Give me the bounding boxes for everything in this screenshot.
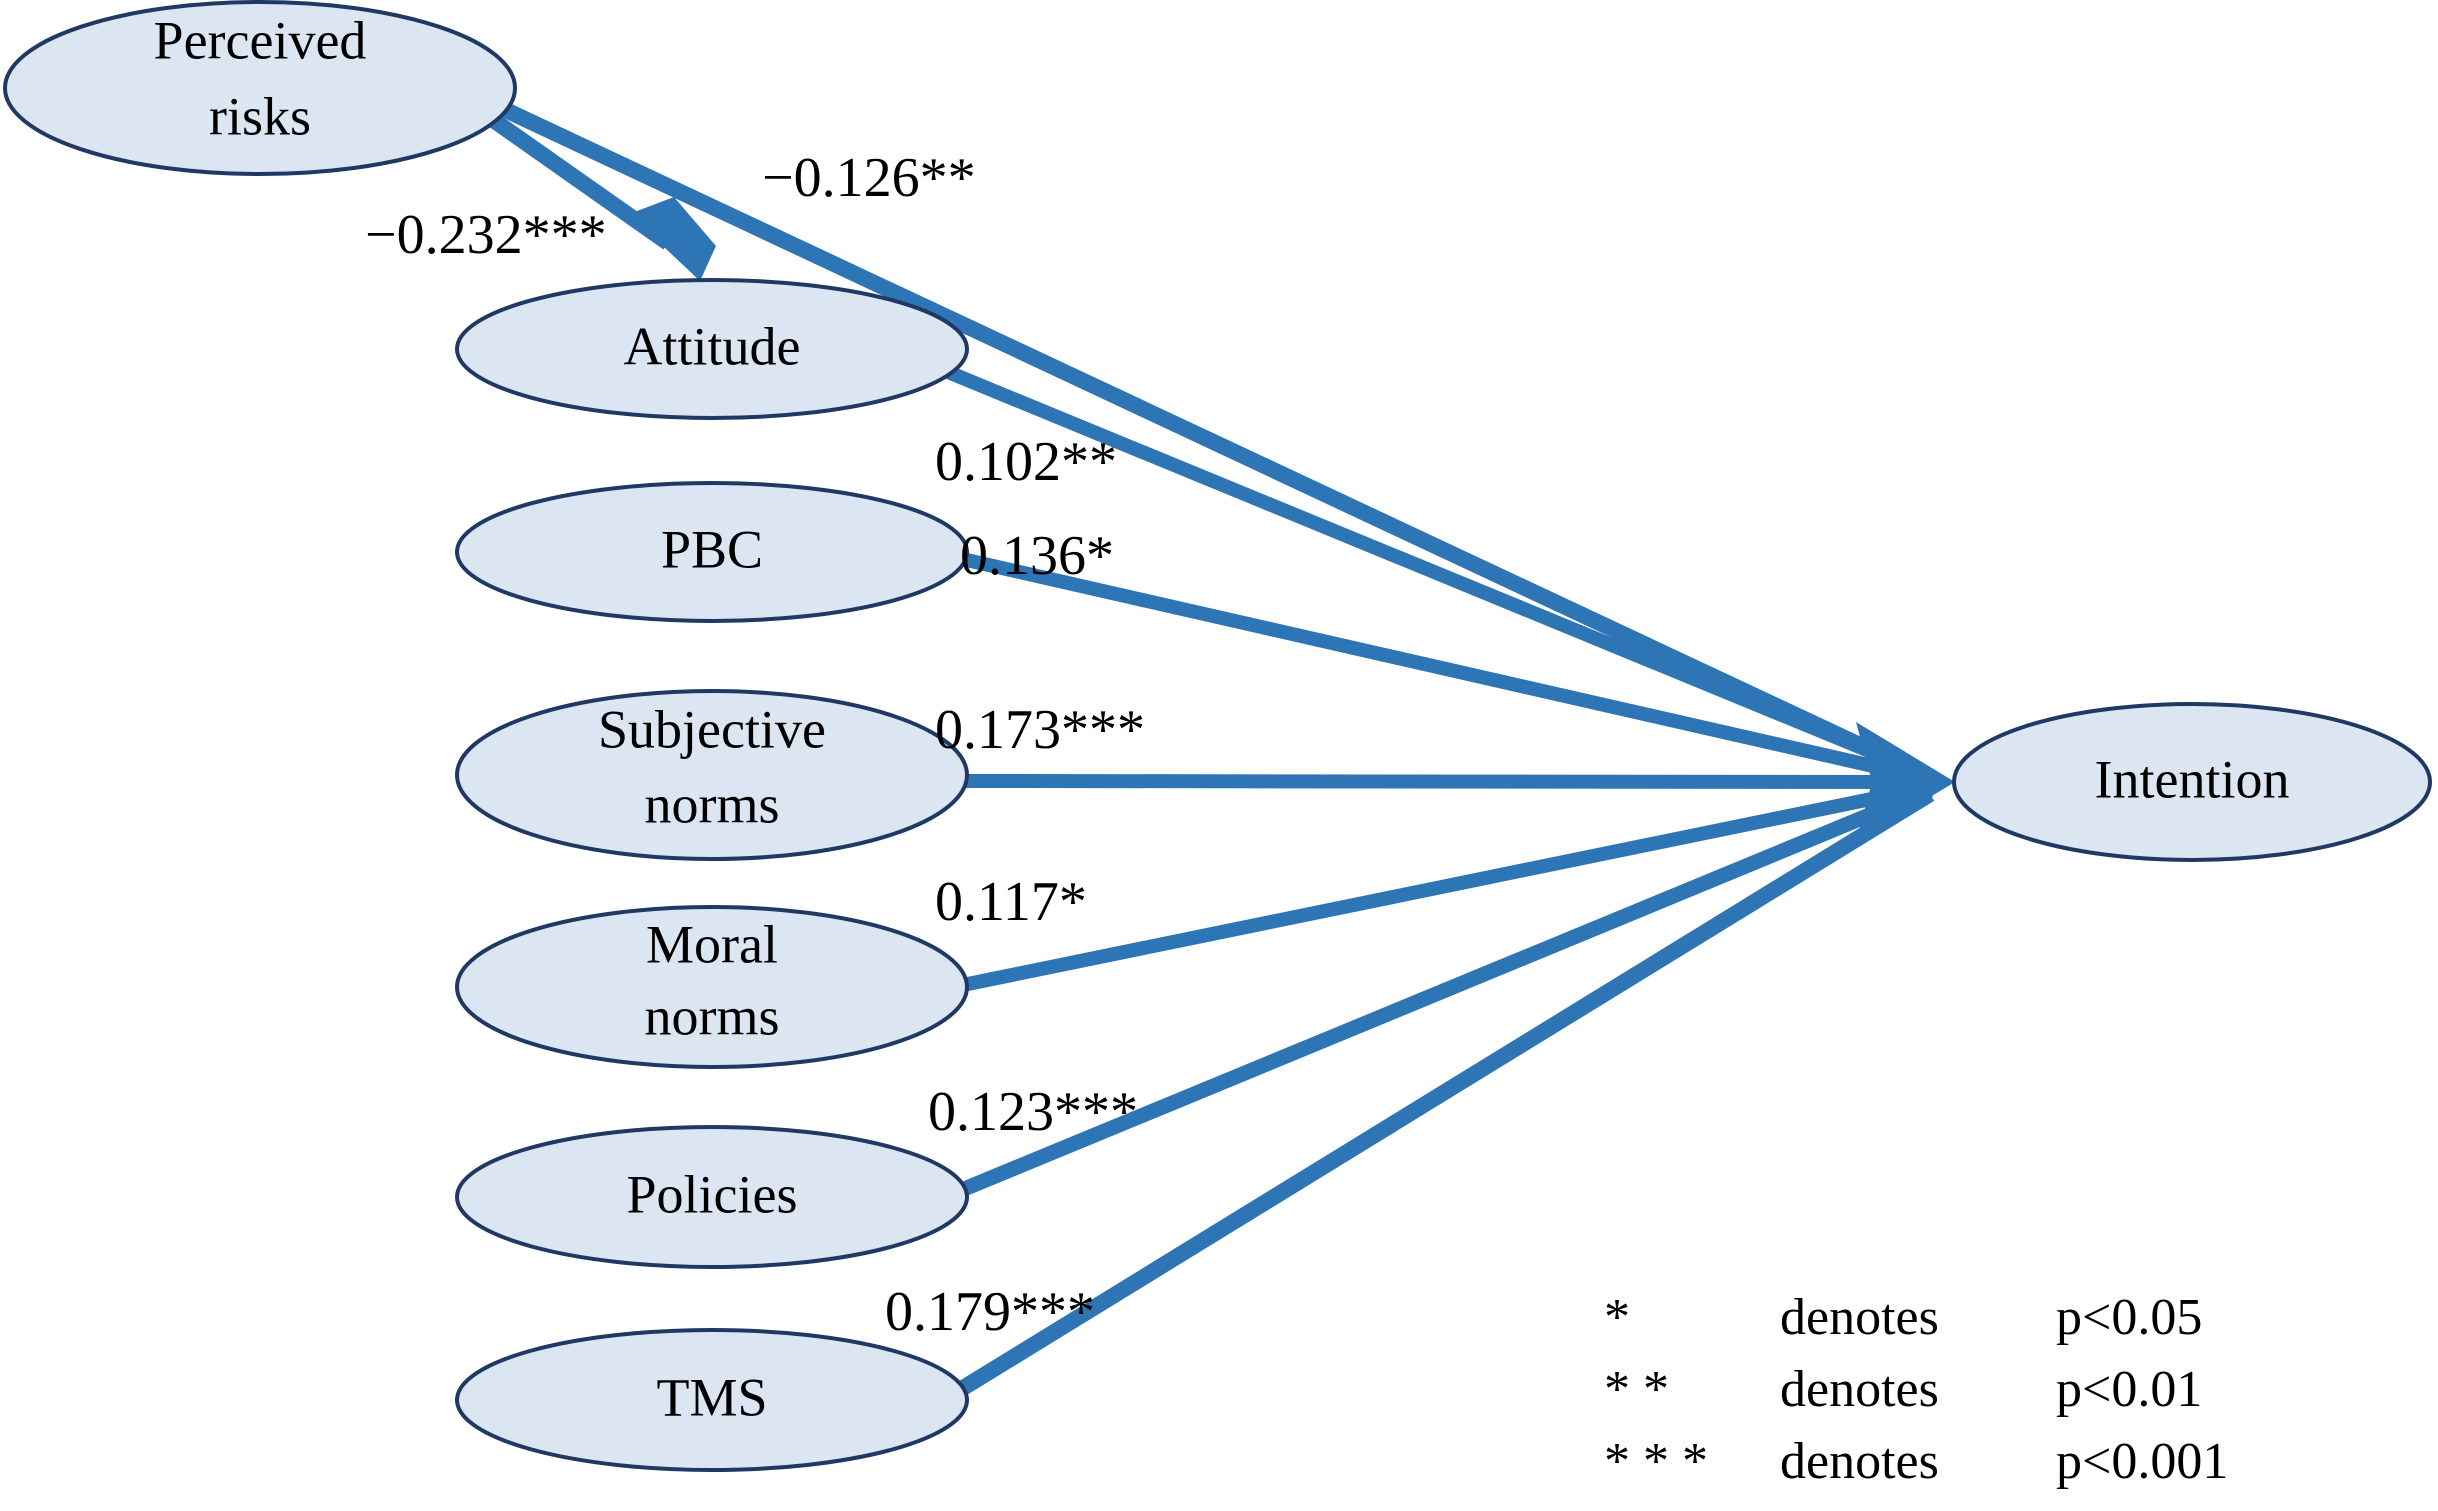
edges-group [467,90,1955,1403]
node-label-tms: TMS [656,1367,767,1427]
edge-risks-to-attitude [467,98,673,250]
node-shape-subjective-norms[interactable] [455,689,969,861]
node-label-moral-norms-line1: Moral [646,914,778,974]
significance-legend: * denotes p<0.05 * * denotes p<0.01 * * … [1604,1289,2228,1490]
legend-p-value-1: p<0.05 [2056,1289,2202,1346]
node-shape-perceived-risks[interactable] [3,0,517,176]
node-label-attitude: Attitude [624,316,801,376]
edge-attitude-to-intention [945,365,1933,783]
edge-subjective-to-intention [961,774,1931,789]
node-label-moral-norms-line2: norms [645,986,780,1046]
edge-label-subjective-to-intention: 0.173*** [935,699,1145,761]
node-label-subjective-norms-line1: Subjective [598,699,826,759]
edge-tms-to-intention [945,787,1935,1403]
node-intention[interactable]: Intention [1952,702,2432,862]
legend-denotes-2: denotes [1780,1361,1939,1418]
edge-policies-to-intention [949,783,1933,1201]
node-shape-moral-norms[interactable] [455,905,969,1069]
node-tms[interactable]: TMS [455,1328,969,1472]
edge-labels-group: −0.232*** −0.126** 0.102** 0.136* 0.173*… [365,147,1145,1343]
legend-stars-3: * * * [1604,1433,1708,1490]
edge-risks-to-intention [476,90,1934,786]
node-shape-policies[interactable] [455,1125,969,1269]
node-shape-intention[interactable] [1952,702,2432,862]
edge-label-attitude-to-intention: 0.102** [935,431,1117,493]
node-shape-tms[interactable] [455,1328,969,1472]
node-policies[interactable]: Policies [455,1125,969,1269]
node-label-pbc: PBC [661,519,763,579]
node-perceived-risks[interactable]: Perceived risks [3,0,517,176]
node-label-policies: Policies [627,1164,798,1224]
node-pbc[interactable]: PBC [455,481,969,623]
edge-pbc-to-intention [956,551,1932,786]
edge-label-policies-to-intention: 0.123*** [928,1081,1138,1143]
node-moral-norms[interactable]: Moral norms [455,905,969,1069]
node-label-subjective-norms-line2: norms [645,774,780,834]
node-shape-attitude[interactable] [455,278,969,420]
legend-p-value-2: p<0.01 [2056,1361,2202,1418]
node-label-perceived-risks-line2: risks [209,86,311,146]
edge-label-tms-to-intention: 0.179*** [885,1281,1095,1343]
edge-label-risks-to-intention: −0.126** [762,147,976,209]
edge-label-moral-to-intention: 0.117* [935,871,1087,933]
edge-label-risks-to-attitude: −0.232*** [365,204,607,266]
node-subjective-norms[interactable]: Subjective norms [455,689,969,861]
edge-moral-to-intention [956,780,1932,993]
node-label-intention: Intention [2095,749,2290,809]
edge-label-pbc-to-intention: 0.136* [960,525,1114,587]
arrowhead-attitude [629,197,716,281]
legend-stars-2: * * [1604,1361,1669,1418]
node-shape-pbc[interactable] [455,481,969,623]
legend-p-value-3: p<0.001 [2056,1433,2228,1490]
legend-denotes-1: denotes [1780,1289,1939,1346]
legend-denotes-3: denotes [1780,1433,1939,1490]
node-attitude[interactable]: Attitude [455,278,969,420]
arrowhead-intention [1856,722,1955,842]
nodes-group: Perceived risks Attitude PBC Subjective … [3,0,2432,1472]
legend-stars-1: * [1604,1289,1630,1346]
node-label-perceived-risks-line1: Perceived [154,10,367,70]
